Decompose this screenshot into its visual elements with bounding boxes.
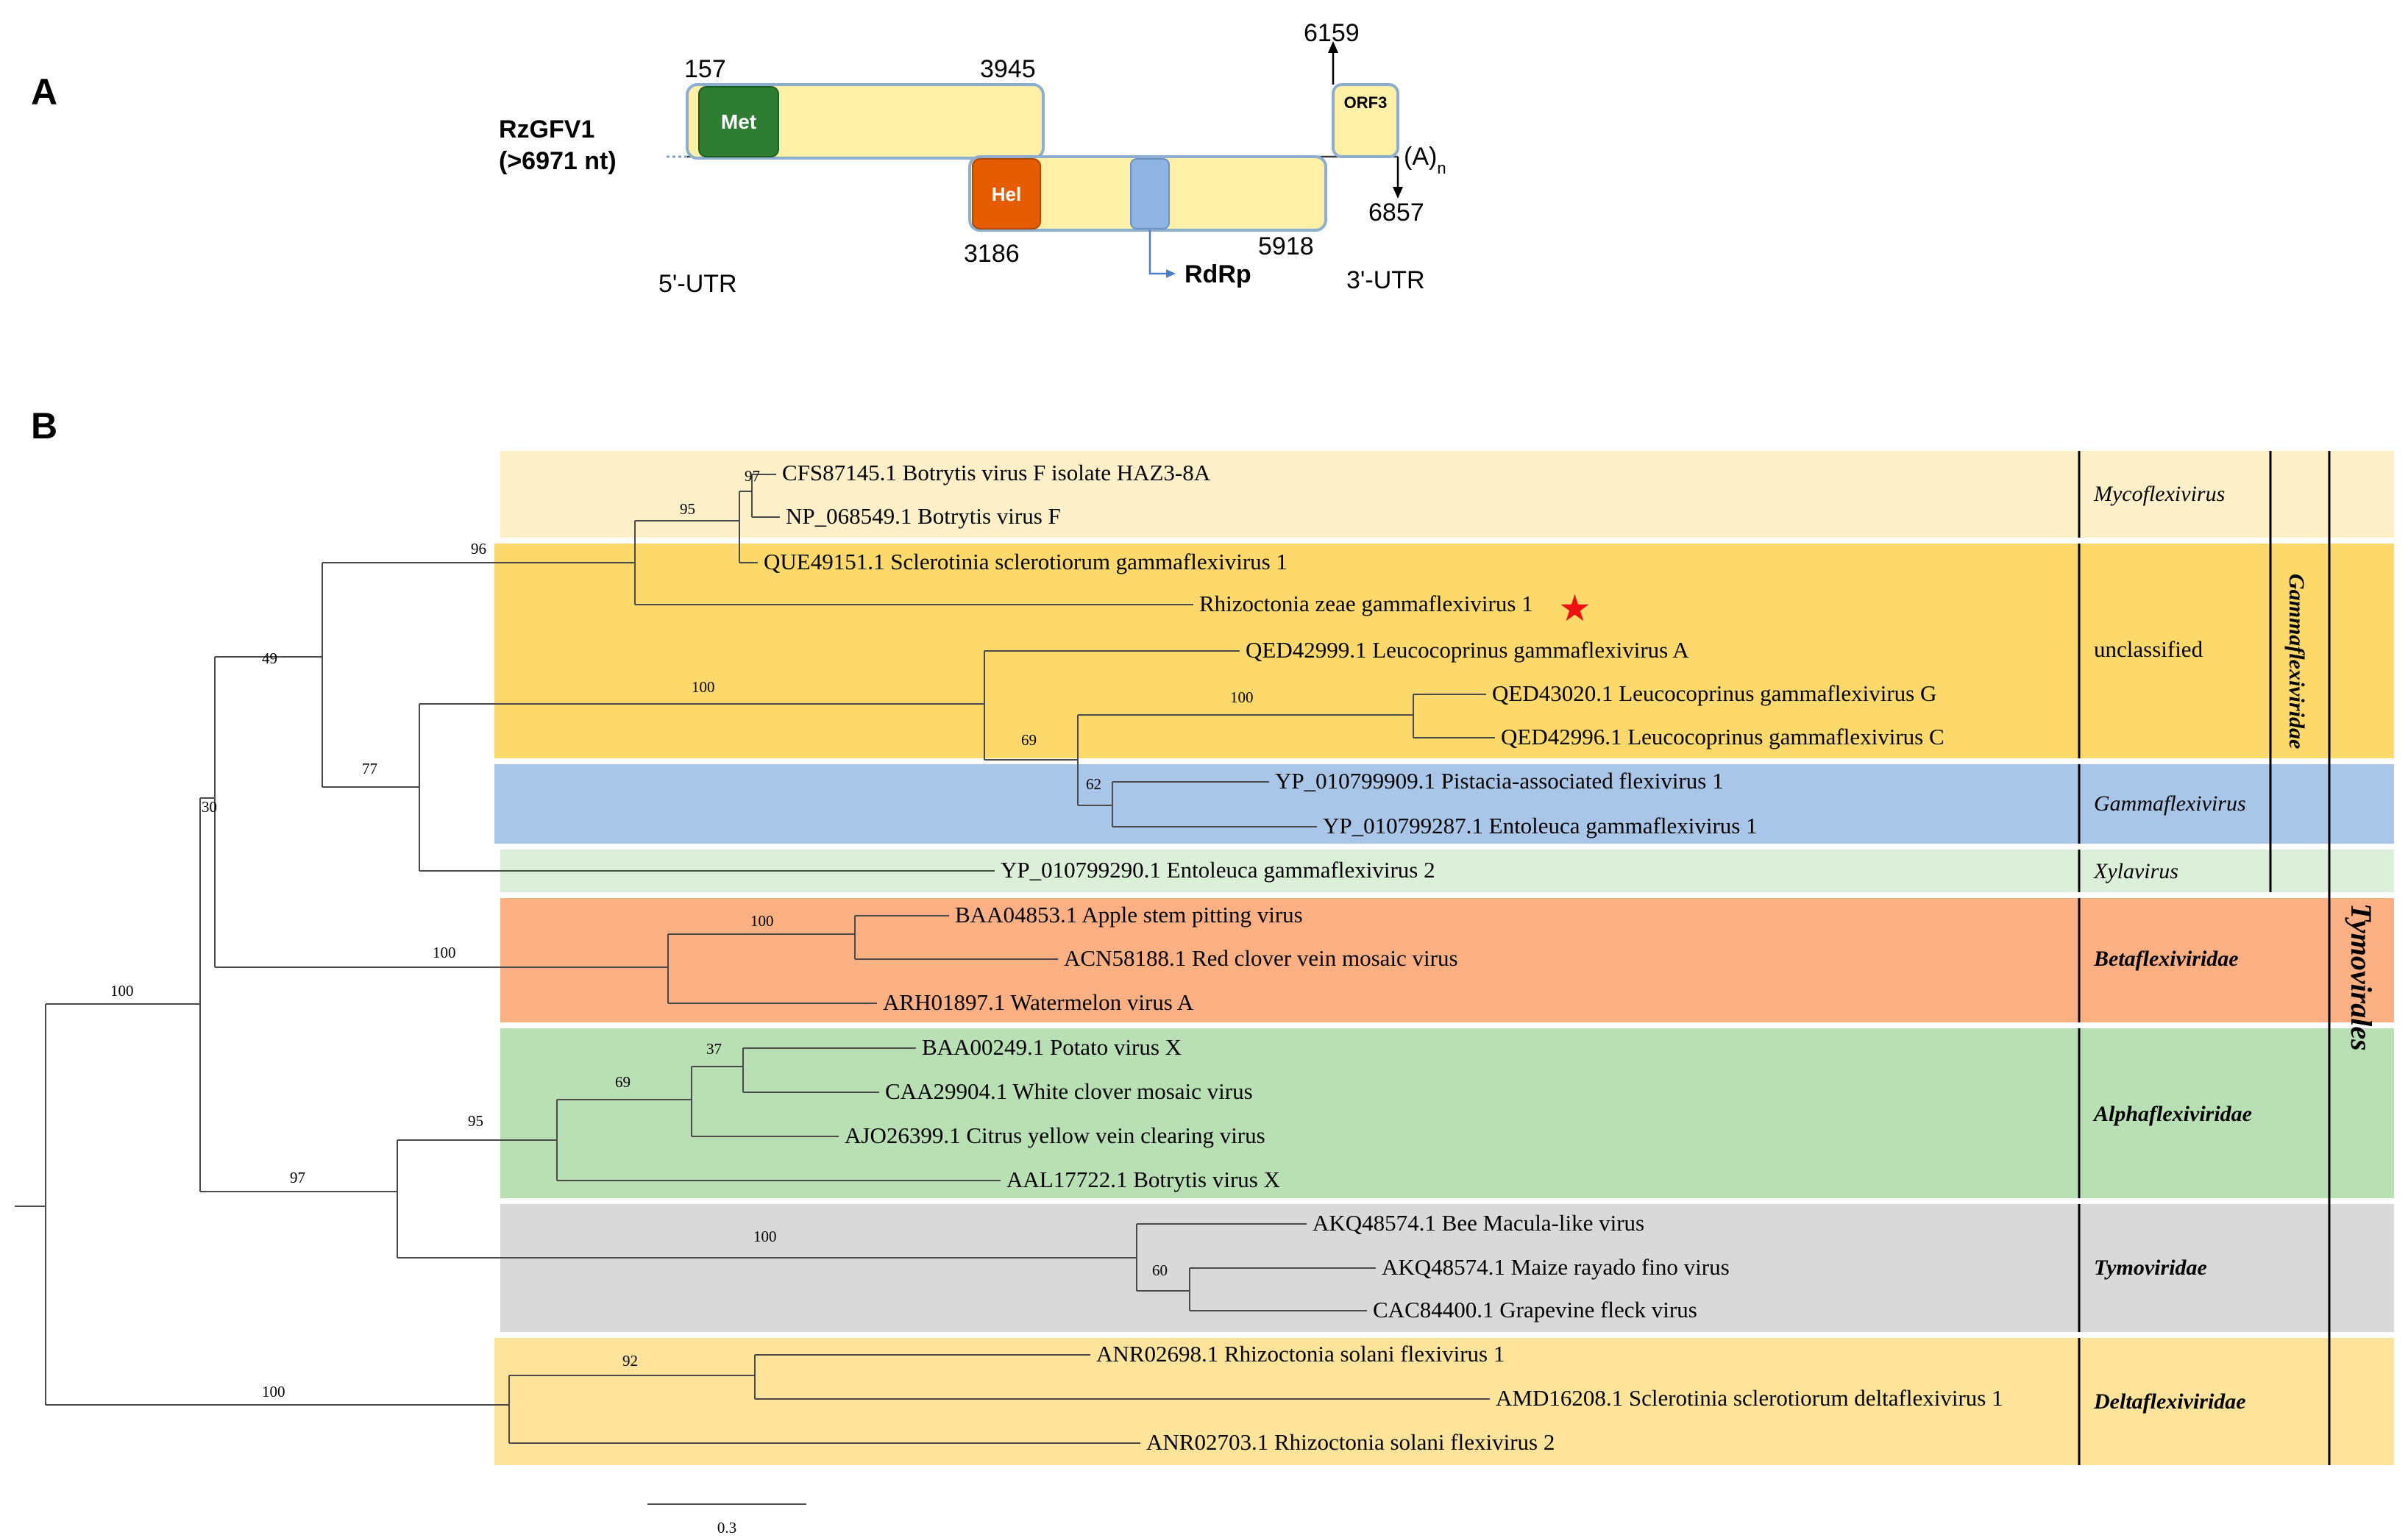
bootstrap-value: 100 (262, 1383, 285, 1400)
leaf-label: BAA04853.1 Apple stem pitting virus (955, 902, 1303, 928)
tree-branches (15, 474, 1495, 1444)
bootstrap-value: 100 (433, 944, 456, 961)
bootstrap-value: 92 (622, 1352, 638, 1370)
panel-b-label: B (31, 405, 57, 446)
pos-6857: 6857 (1368, 199, 1424, 227)
bootstrap-value: 49 (262, 649, 277, 667)
leaf-label: ANR02703.1 Rhizoctonia solani flexivirus… (1146, 1429, 1555, 1455)
leaf-label: CFS87145.1 Botrytis virus F isolate HAZ3… (782, 460, 1211, 485)
arrow-6159-head (1328, 41, 1338, 53)
scale-bar-label: 0.3 (717, 1519, 736, 1537)
met-domain (698, 86, 779, 157)
panel-a-label: A (31, 71, 57, 113)
pos-3186: 3186 (964, 240, 1020, 268)
leaf-label: AKQ48574.1 Maize rayado fino virus (1382, 1254, 1730, 1280)
bootstrap-value: 100 (753, 1228, 777, 1245)
group-label-unclassified: unclassified (2094, 636, 2203, 662)
leaf-label: ARH01897.1 Watermelon virus A (883, 989, 1194, 1015)
bootstrap-value: 97 (745, 467, 760, 485)
leaf-label: CAC84400.1 Grapevine fleck virus (1373, 1297, 1697, 1322)
bootstrap-value: 100 (110, 982, 134, 1000)
bootstrap-value: 62 (1086, 775, 1101, 793)
bootstrap-value: 97 (290, 1169, 305, 1186)
group-label-betaflexiviridae: Betaflexiviridae (2093, 947, 2239, 971)
leaf-label: CAA29904.1 White clover mosaic virus (885, 1078, 1253, 1104)
bootstrap-value: 77 (362, 760, 377, 777)
pos-3945: 3945 (980, 55, 1036, 83)
group-label-tymoviridae: Tymoviridae (2094, 1256, 2207, 1280)
rdrp-pointer-head (1166, 269, 1176, 278)
hel-label: Hel (992, 183, 1021, 205)
group-label-xylavirus: Xylavirus (2093, 859, 2178, 883)
leaf-label: QED42996.1 Leucocoprinus gammaflexivirus… (1501, 724, 1944, 750)
bootstrap-values: 97 95 96 49 100 100 69 62 77 30 100 100 … (110, 467, 1254, 1400)
bootstrap-value: 100 (750, 912, 774, 930)
leaf-label: YP_010799909.1 Pistacia-associated flexi… (1275, 768, 1724, 794)
leaf-label: QED43020.1 Leucocoprinus gammaflexivirus… (1492, 680, 1936, 706)
leaf-labels: CFS87145.1 Botrytis virus F isolate HAZ3… (764, 460, 2003, 1455)
utr3-label: 3'-UTR (1346, 266, 1425, 294)
orf3-box (1332, 83, 1399, 158)
group-label-mycoflexivirus: Mycoflexivirus (2093, 482, 2225, 506)
band-gammaflexivirus (494, 764, 2394, 844)
leaf-label: Rhizoctonia zeae gammaflexivirus 1 (1199, 591, 1533, 616)
poly-a-label: (A)n (1404, 143, 1446, 177)
leaf-label: ANR02698.1 Rhizoctonia solani flexivirus… (1096, 1341, 1505, 1367)
hel-domain (972, 158, 1041, 229)
rdrp-domain (1130, 158, 1170, 229)
bootstrap-value: 96 (471, 540, 486, 558)
leaf-label: ACN58188.1 Red clover vein mosaic virus (1064, 945, 1458, 971)
bootstrap-value: 60 (1152, 1261, 1168, 1279)
bootstrap-value: 69 (615, 1073, 631, 1091)
leaf-label: AAL17722.1 Botrytis virus X (1006, 1167, 1280, 1192)
group-brackets (2078, 451, 2331, 1465)
group-label-alphaflexiviridae: Alphaflexiviridae (2092, 1102, 2252, 1126)
bootstrap-value: 95 (680, 500, 695, 518)
band-deltaflexiviridae (494, 1338, 2394, 1465)
bootstrap-value: 30 (202, 798, 217, 816)
orf3-label: ORF3 (1344, 93, 1388, 112)
bootstrap-value: 100 (1230, 688, 1254, 706)
rdrp-label: RdRp (1185, 260, 1251, 288)
genome-name: RzGFV1 (499, 115, 594, 143)
group-label-deltaflexiviridae: Deltaflexiviridae (2093, 1389, 2246, 1414)
met-label: Met (721, 110, 756, 133)
pos-157: 157 (684, 55, 726, 83)
genome-length: (>6971 nt) (499, 147, 617, 175)
bootstrap-value: 95 (468, 1112, 483, 1130)
leaf-label: BAA00249.1 Potato virus X (922, 1034, 1182, 1060)
leaf-label: YP_010799287.1 Entoleuca gammaflexivirus… (1323, 813, 1758, 839)
red-star-icon: ★ (1558, 588, 1591, 629)
bootstrap-value: 69 (1021, 731, 1037, 749)
leaf-label: AMD16208.1 Sclerotinia sclerotiorum delt… (1496, 1385, 2003, 1411)
arrow-6857-head (1393, 187, 1403, 199)
leaf-label: YP_010799290.1 Entoleuca gammaflexivirus… (1001, 857, 1435, 883)
band-unclassified (494, 544, 2394, 758)
leaf-label: AKQ48574.1 Bee Macula-like virus (1313, 1210, 1644, 1236)
leaf-label: NP_068549.1 Botrytis virus F (786, 503, 1061, 529)
pos-5918: 5918 (1258, 232, 1314, 260)
bootstrap-value: 100 (692, 678, 715, 696)
group-label-gammaflexivirus: Gammaflexivirus (2094, 791, 2246, 816)
leaf-label: QED42999.1 Leucocoprinus gammaflexivirus… (1246, 637, 1689, 663)
group-label-gammaflexiviridae: Gammaflexiviridae (2284, 574, 2309, 749)
pos-6159: 6159 (1304, 19, 1360, 47)
bootstrap-value: 37 (706, 1040, 722, 1058)
group-label-tymovirales: Tymovirales (2345, 903, 2378, 1051)
leaf-label: AJO26399.1 Citrus yellow vein clearing v… (845, 1122, 1265, 1148)
utr5-label: 5'-UTR (658, 270, 737, 298)
rdrp-pointer (1148, 230, 1166, 275)
leaf-label: QUE49151.1 Sclerotinia sclerotiorum gamm… (764, 549, 1288, 574)
